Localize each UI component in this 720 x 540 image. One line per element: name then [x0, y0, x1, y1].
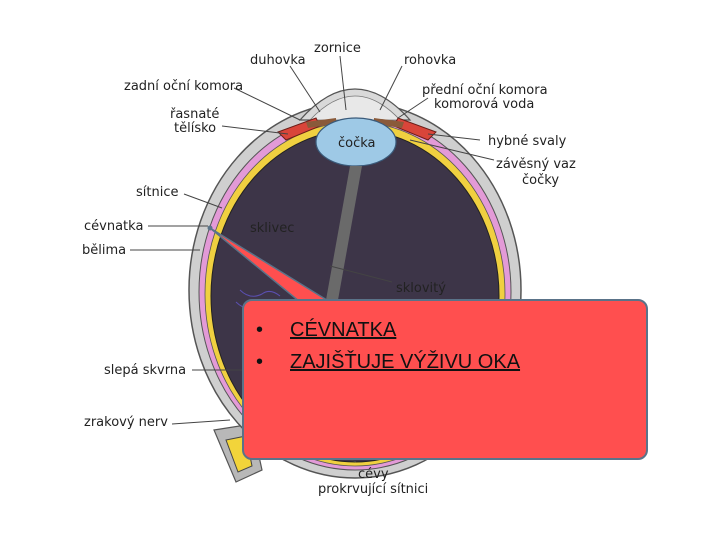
label-slepa-skvrna: slepá skvrna: [104, 363, 186, 378]
label-hybne-svaly: hybné svaly: [488, 134, 567, 149]
callout-list: CÉVNATKA ZAJIŠŤUJE VÝŽIVU OKA: [252, 316, 520, 380]
label-cocky: čočky: [522, 173, 559, 188]
label-sklovity: sklovitý: [396, 281, 446, 296]
callout-item-vyziva: ZAJIŠŤUJE VÝŽIVU OKA: [252, 348, 520, 380]
label-cevnatka: cévnatka: [84, 219, 143, 234]
label-cevy: cévy: [358, 467, 389, 482]
label-sklivec: sklivec: [250, 221, 294, 236]
callout-anchor-dot: [207, 225, 213, 231]
label-zavesny-vaz: závěsný vaz: [496, 157, 576, 172]
label-predni-ocni-komora: přední oční komora: [422, 83, 548, 98]
anterior-chamber: [309, 95, 401, 121]
label-zadni-ocni-komora: zadní oční komora: [124, 79, 243, 94]
hyaloid-canal: [326, 166, 362, 300]
label-cocka: čočka: [338, 136, 376, 151]
iris: [277, 117, 437, 141]
label-zornice: zornice: [314, 41, 361, 56]
label-telisko: tělísko: [174, 121, 216, 136]
label-sitnice: sítnice: [136, 185, 178, 200]
label-prokrvujici-sitnici: prokrvující sítnici: [318, 482, 428, 497]
label-duhovka: duhovka: [250, 53, 306, 68]
label-zrakovy-nerv: zrakový nerv: [84, 415, 168, 430]
leader-lines: [130, 55, 495, 463]
label-rohovka: rohovka: [404, 53, 456, 68]
label-rasnate: řasnaté: [170, 107, 219, 122]
label-belima: bělima: [82, 243, 126, 258]
label-komorova-voda: komorová voda: [434, 97, 534, 112]
callout-item-cevnatka: CÉVNATKA: [252, 316, 520, 348]
